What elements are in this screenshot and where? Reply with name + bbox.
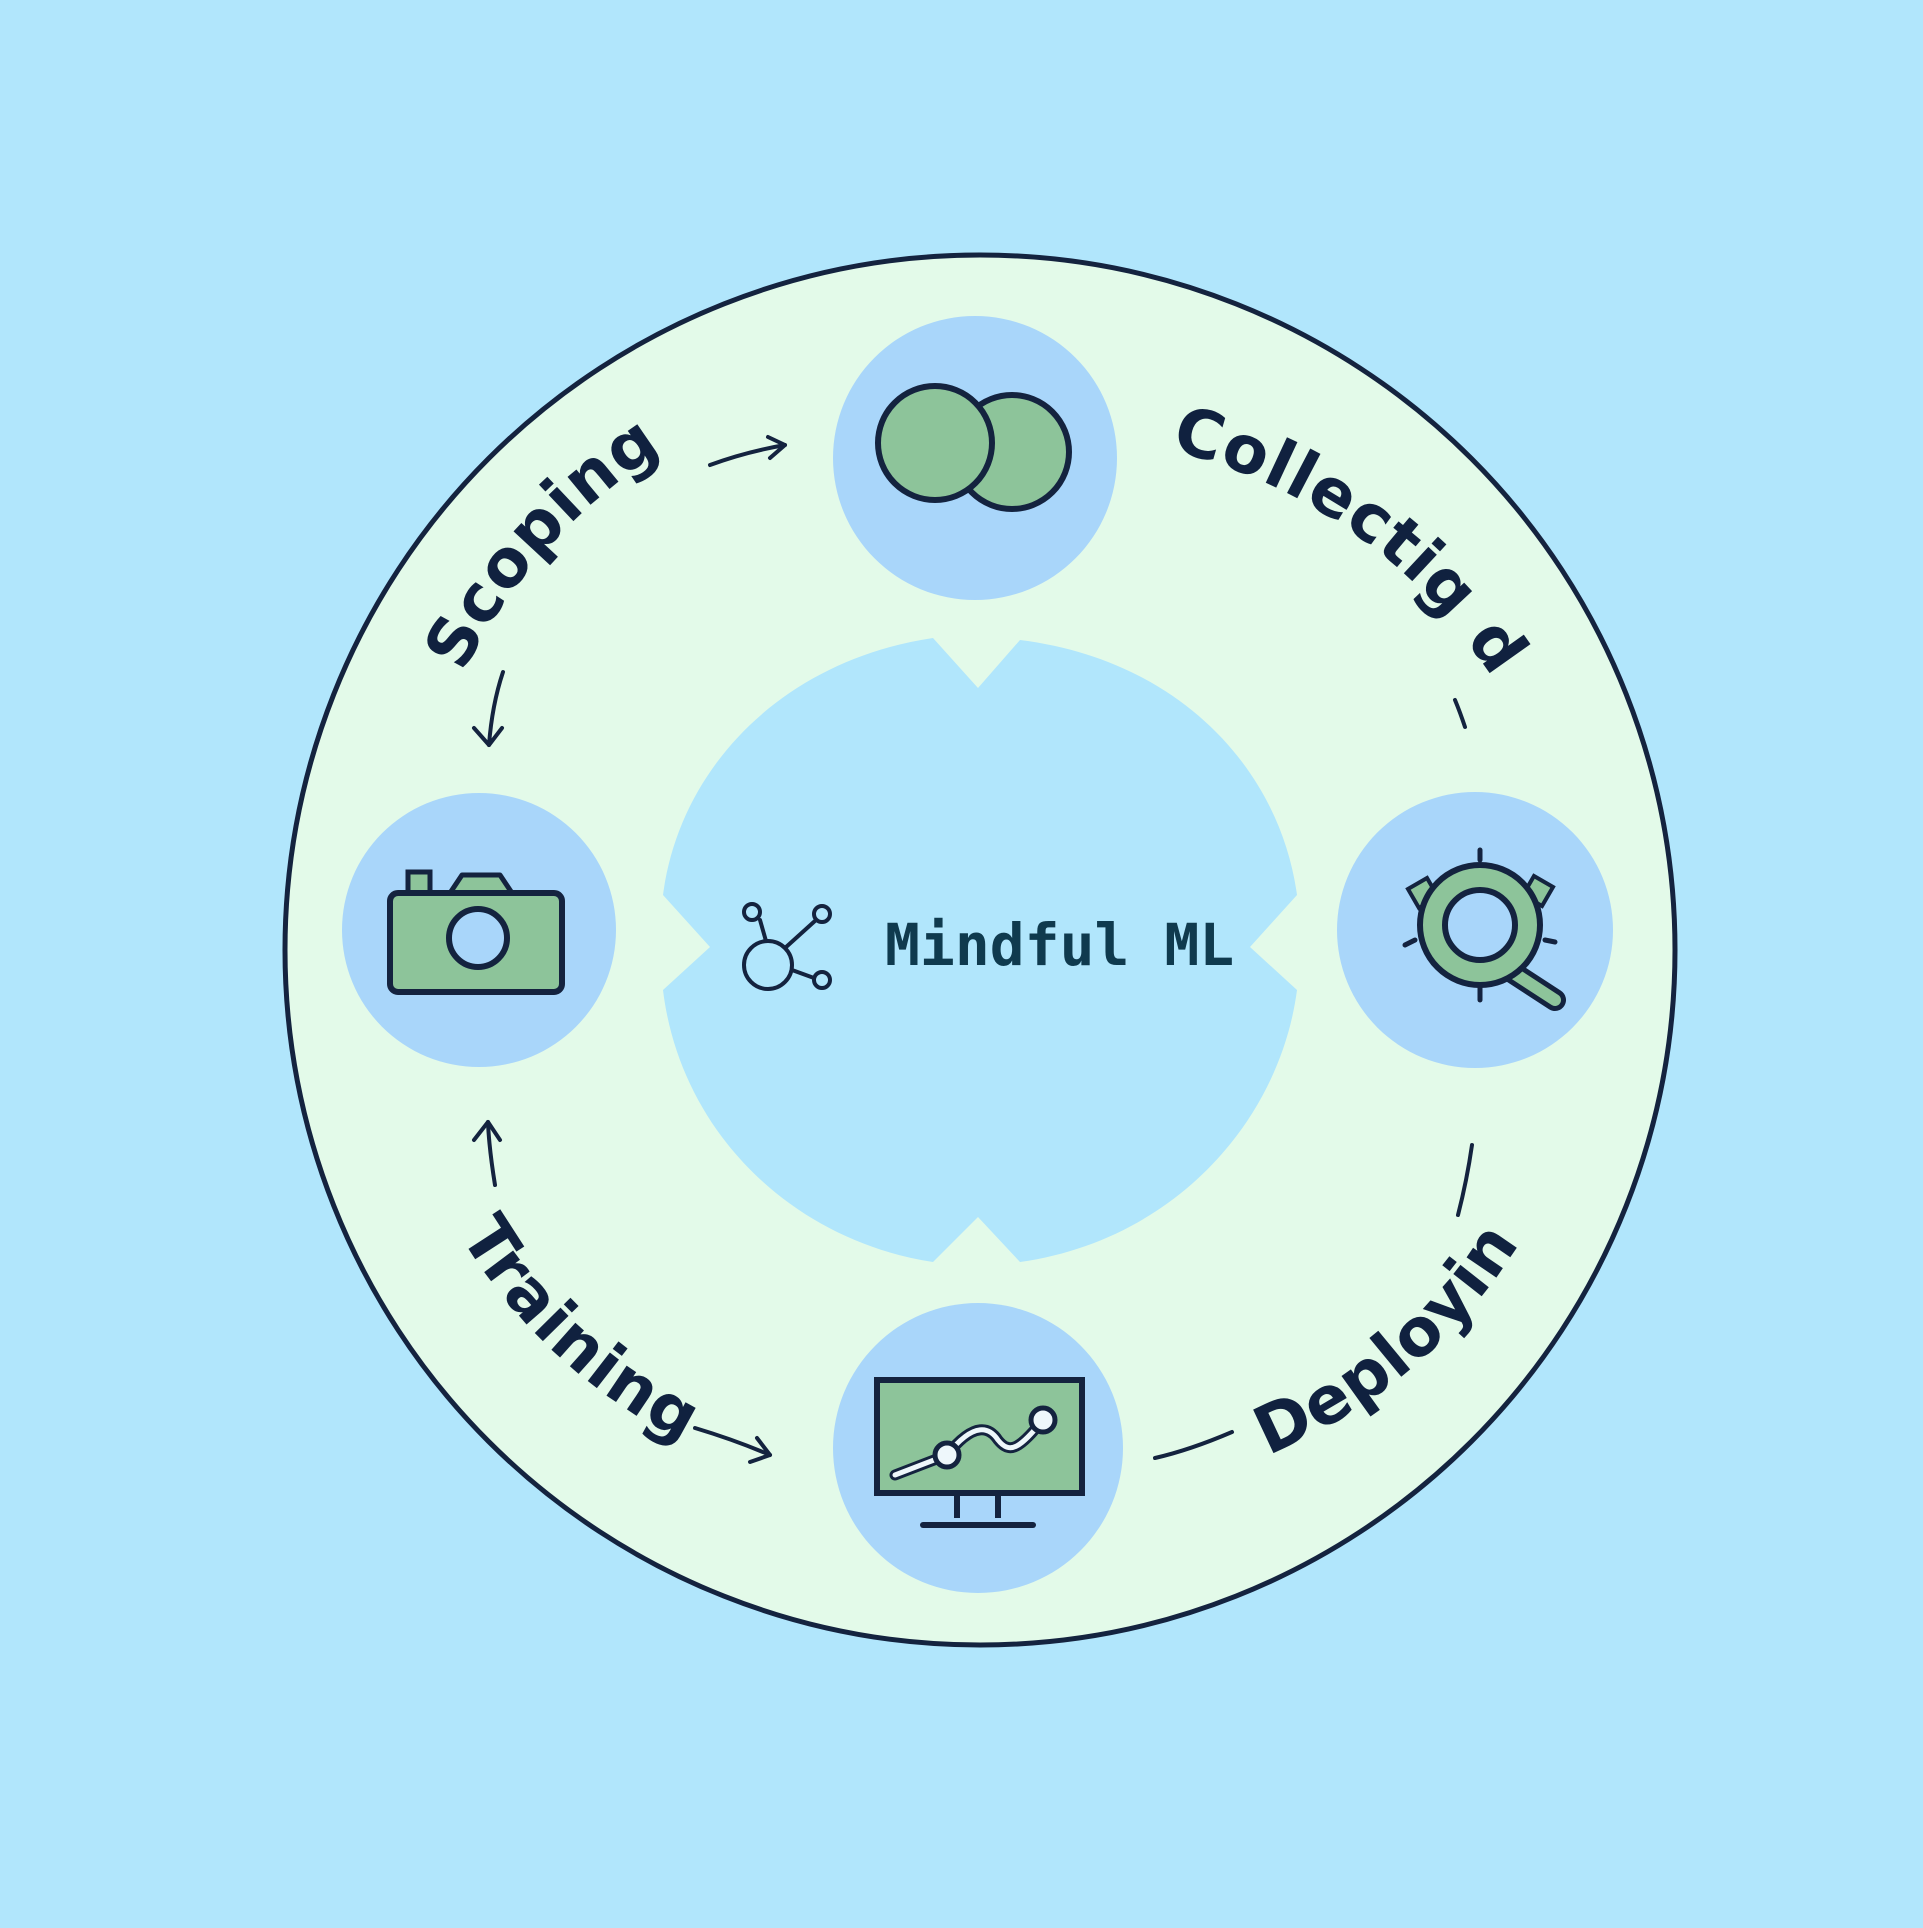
arrow-up-icon	[472, 1120, 502, 1187]
flow-connectors	[472, 435, 1474, 1464]
overlapping-circles-icon	[875, 383, 1072, 512]
node-deploying	[833, 1303, 1123, 1593]
node-training	[342, 793, 616, 1067]
arrow-right-bottom-icon	[693, 1426, 772, 1464]
connector-dash-right-top	[1453, 698, 1467, 729]
brand-name: Mindful ML	[885, 911, 1234, 979]
arrow-down-icon	[472, 670, 505, 747]
gear-magnifier-icon	[1402, 847, 1566, 1011]
arrow-right-icon	[708, 435, 787, 467]
node-scoping	[833, 316, 1117, 600]
inner-core	[663, 638, 1297, 1262]
brand-logo: Mindful ML	[742, 902, 1234, 991]
camera-icon	[387, 869, 565, 995]
network-icon	[742, 902, 832, 991]
node-collecting-data	[1337, 792, 1613, 1068]
connector-dash-right-bottom	[1456, 1143, 1474, 1217]
monitor-chart-icon	[874, 1377, 1085, 1528]
connector-dash-bottom	[1153, 1430, 1234, 1460]
